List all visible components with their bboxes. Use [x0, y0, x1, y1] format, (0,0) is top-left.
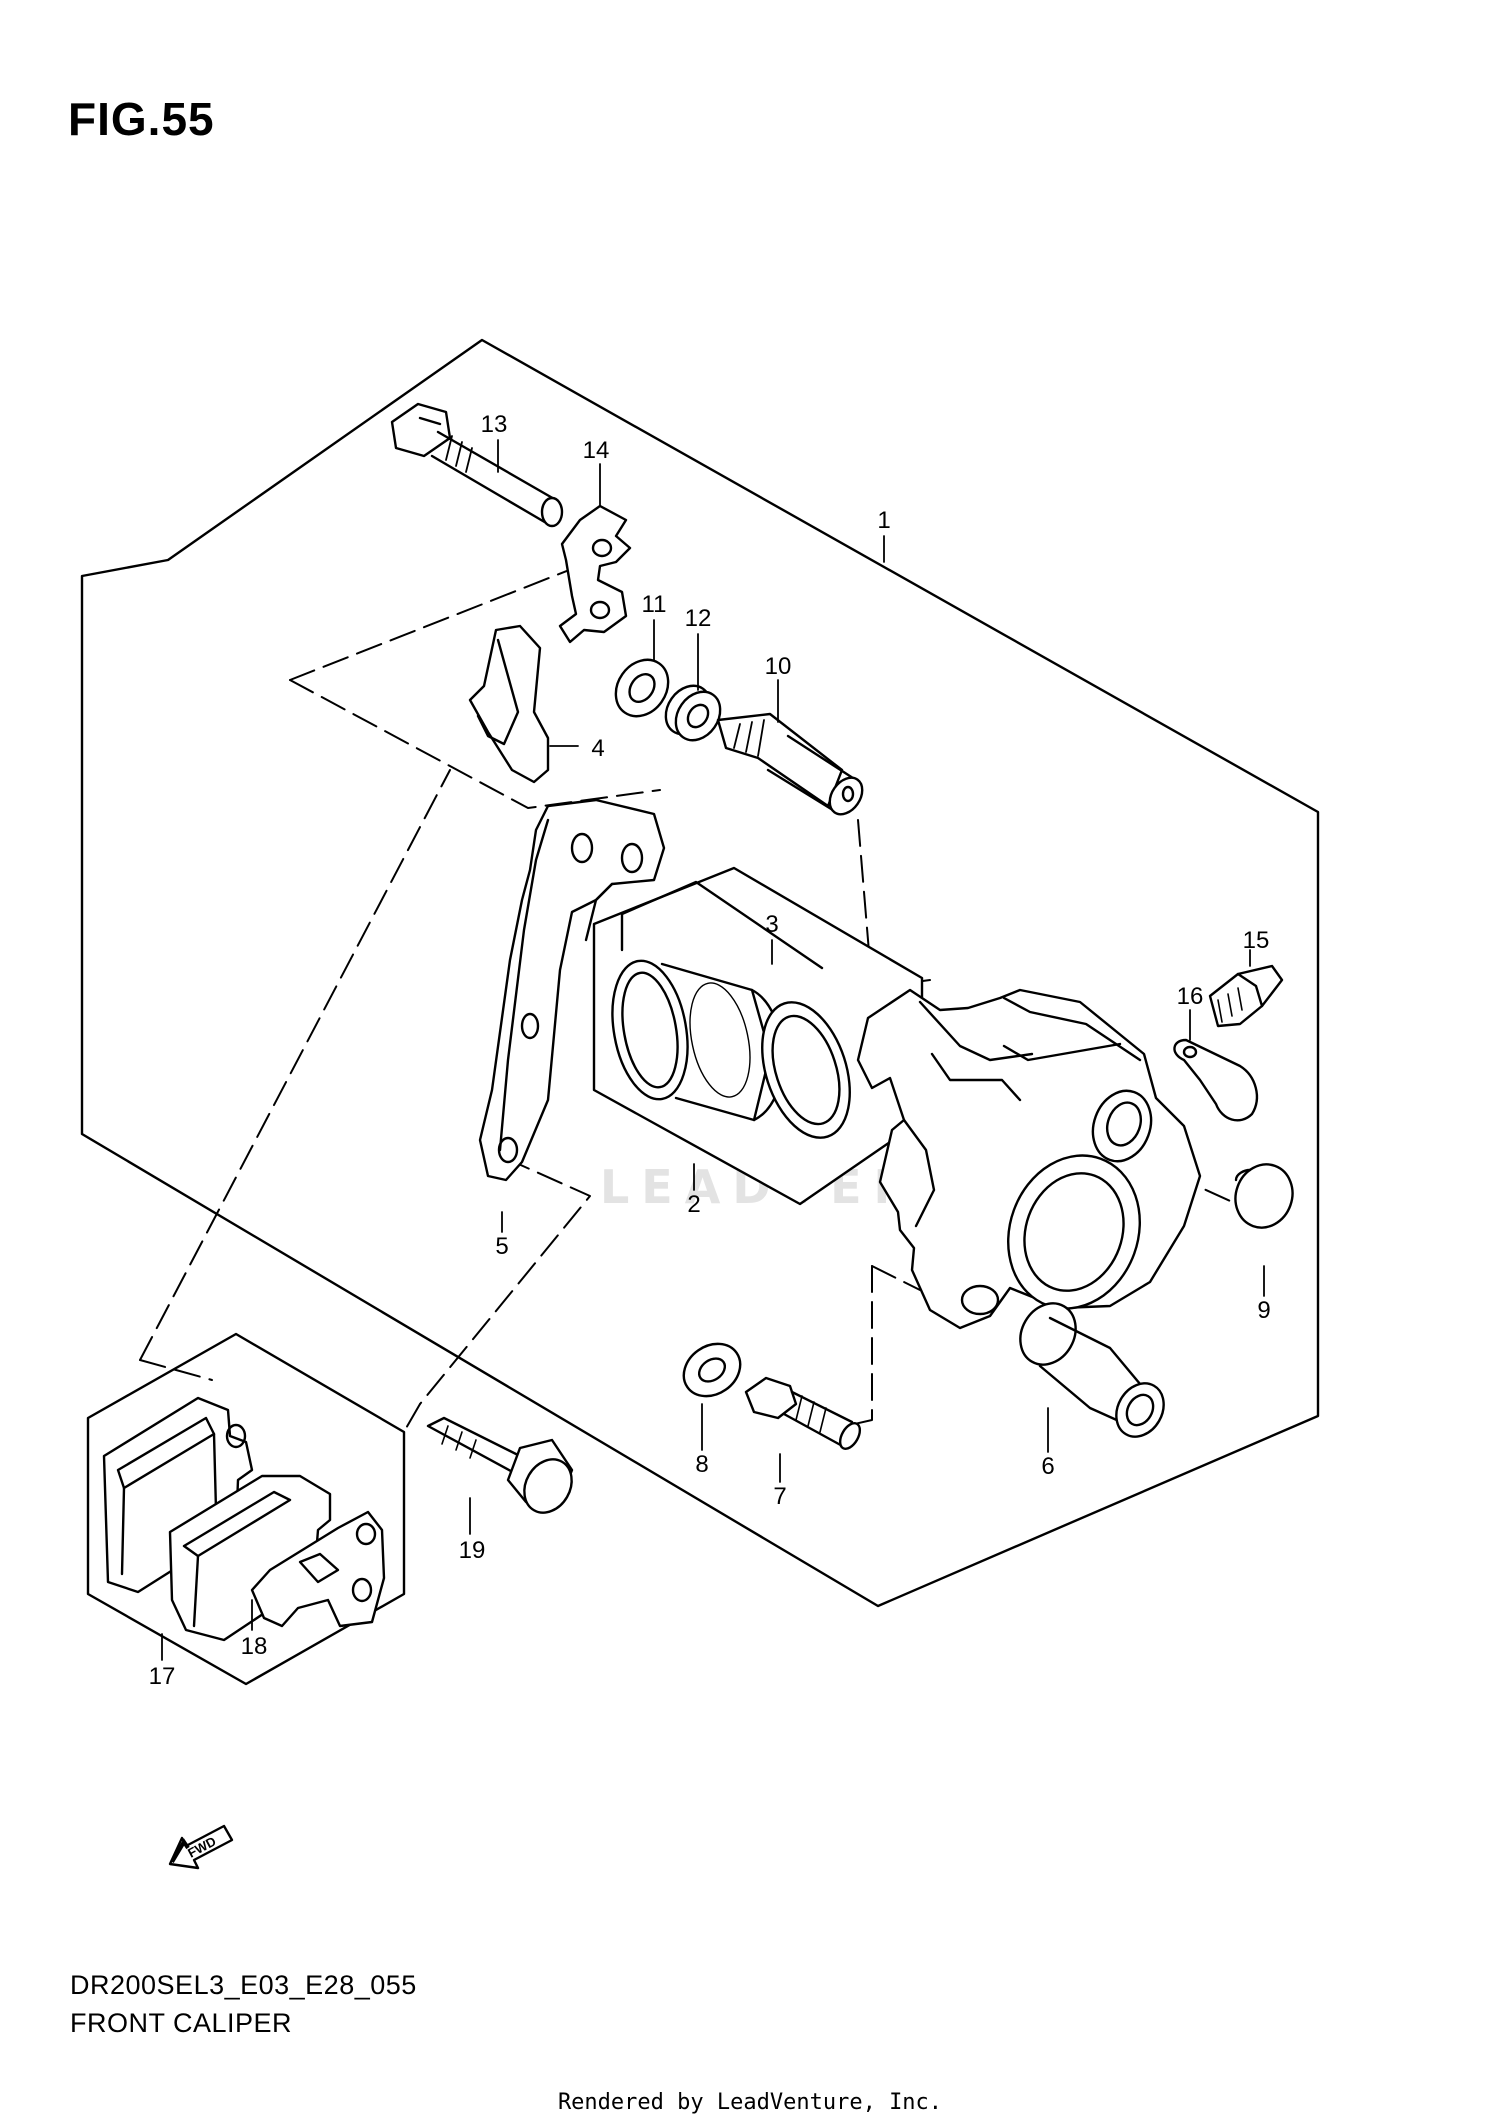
callout-9: 9 — [1257, 1297, 1270, 1324]
assembly-outline — [80, 338, 1320, 1608]
diagram-name: FRONT CALIPER — [70, 2008, 293, 2038]
callout-4: 4 — [591, 735, 604, 762]
part-13-bolt — [390, 402, 564, 528]
callout-6: 6 — [1041, 1453, 1054, 1480]
part-5-bracket — [478, 798, 666, 1182]
part-4-pad-spring — [468, 624, 550, 784]
callout-14: 14 — [583, 437, 610, 464]
callout-1: 1 — [877, 507, 890, 534]
callout-16: 16 — [1177, 983, 1204, 1010]
part-18-shim — [250, 1510, 386, 1628]
callout-5: 5 — [495, 1233, 508, 1260]
part-7-bolt — [744, 1376, 862, 1450]
part-8-washer — [682, 1342, 742, 1398]
part-17-brake-pads — [102, 1396, 332, 1642]
callout-19: 19 — [459, 1537, 486, 1564]
part-15-bleeder-screw — [1208, 964, 1284, 1028]
part-1-caliper-body — [856, 988, 1202, 1330]
part-6-pin-bolt — [1019, 1302, 1165, 1438]
callout-15: 15 — [1243, 927, 1270, 954]
part-10-slide-pin — [716, 712, 864, 816]
part-19-bracket-bolt — [426, 1416, 574, 1514]
part-12-seal — [664, 684, 722, 742]
callout-13: 13 — [481, 411, 508, 438]
callout-11: 11 — [642, 591, 667, 618]
callout-12: 12 — [685, 605, 712, 632]
callout-17: 17 — [149, 1663, 176, 1690]
callout-3: 3 — [765, 911, 778, 938]
figure-title: FIG.55 — [68, 93, 215, 145]
forward-arrow-icon: FWD — [168, 1818, 238, 1875]
part-14-lock-plate — [558, 504, 632, 644]
callout-10: 10 — [765, 653, 792, 680]
part-9-plug-cap — [1234, 1163, 1294, 1229]
diagram-code: DR200SEL3_E03_E28_055 — [70, 1970, 417, 2000]
callout-7: 7 — [773, 1483, 786, 1510]
callout-2: 2 — [687, 1191, 700, 1218]
callout-18: 18 — [241, 1633, 268, 1660]
callout-8: 8 — [695, 1451, 708, 1478]
rendered-by-credit: Rendered by LeadVenture, Inc. — [557, 2090, 943, 2115]
pad-group-outline — [86, 1332, 406, 1686]
part-11-washer — [614, 658, 670, 718]
part-16-bleeder-cap — [1173, 1038, 1259, 1122]
